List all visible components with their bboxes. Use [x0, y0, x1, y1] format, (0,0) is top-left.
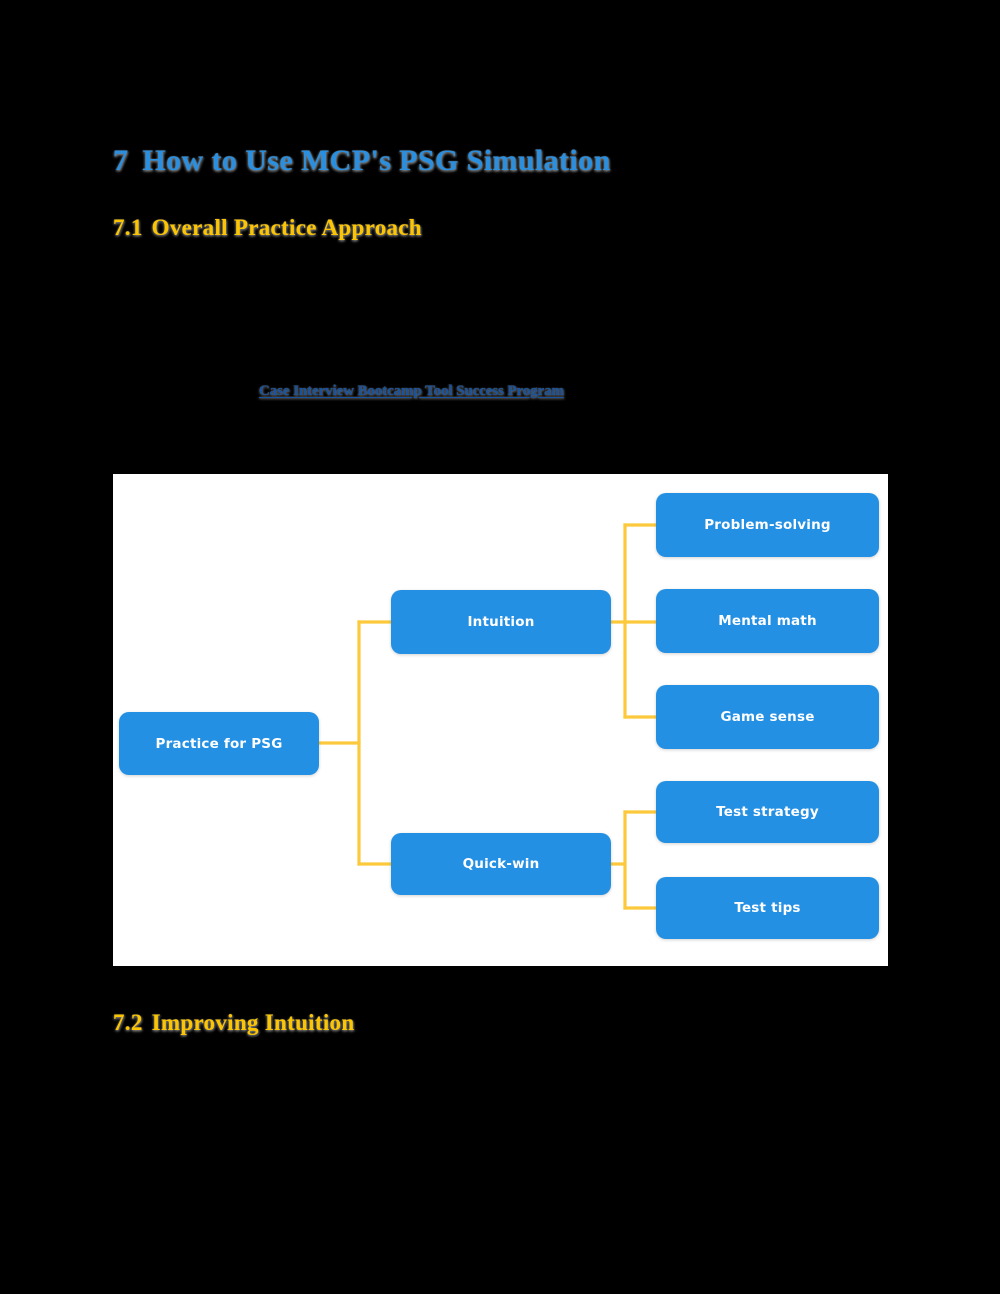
mindmap-node-test-strategy[interactable]: Test strategy: [656, 781, 879, 843]
page-title: 7 How to Use MCP's PSG Simulation: [113, 144, 611, 178]
mindmap-node-problem-solving[interactable]: Problem-solving: [656, 493, 879, 557]
section-title-7-1: Overall Practice Approach: [151, 215, 422, 241]
section-number-7-2: 7.2: [113, 1010, 143, 1036]
mindmap-node-mental-math[interactable]: Mental math: [656, 589, 879, 653]
mind-map-connectors: [317, 523, 658, 910]
case-interview-bootcamp-link[interactable]: Case Interview Bootcamp Tool Success Pro…: [259, 383, 564, 399]
section-heading-improving-intuition: 7.2 Improving Intuition: [113, 1010, 354, 1036]
section-heading-overall-practice-approach: 7.1 Overall Practice Approach: [113, 215, 422, 241]
mindmap-node-quick-win[interactable]: Quick-win: [391, 833, 611, 895]
mindmap-node-test-tips[interactable]: Test tips: [656, 877, 879, 939]
mindmap-node-root[interactable]: Practice for PSG: [119, 712, 319, 775]
mind-map-diagram: Practice for PSG Intuition Quick-win Pro…: [113, 474, 888, 966]
section-title-7-2: Improving Intuition: [151, 1010, 355, 1036]
mindmap-node-game-sense[interactable]: Game sense: [656, 685, 879, 749]
page-title-text: How to Use MCP's PSG Simulation: [142, 144, 611, 178]
section-number-7-1: 7.1: [113, 215, 143, 241]
page-title-number: 7: [113, 144, 129, 178]
mindmap-node-intuition[interactable]: Intuition: [391, 590, 611, 654]
